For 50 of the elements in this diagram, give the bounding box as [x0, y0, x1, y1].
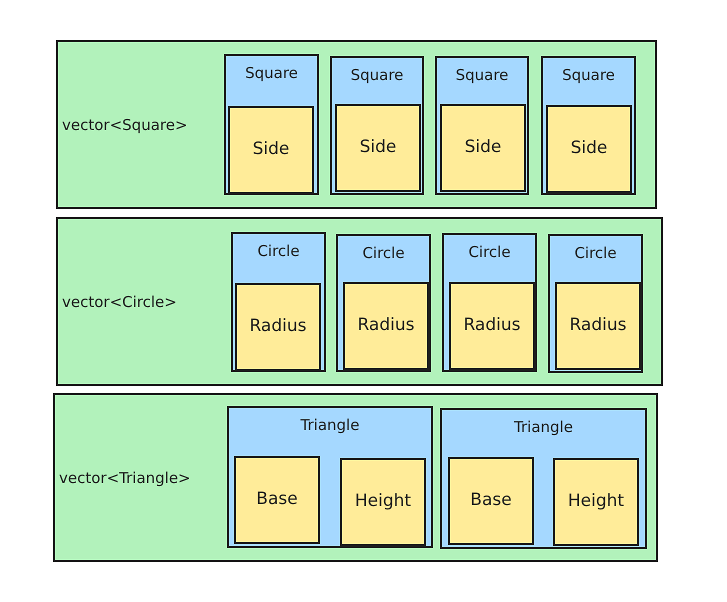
field-box [235, 283, 321, 371]
field-box [340, 458, 426, 546]
field-box [553, 458, 639, 546]
box-title: Circle [361, 243, 406, 264]
panel-label: vector<Triangle> [59, 467, 191, 488]
object-box [231, 232, 326, 372]
field-box [228, 106, 314, 194]
field-box [546, 105, 632, 193]
group-panel [56, 40, 657, 209]
field-label: Radius [249, 315, 306, 338]
object-box [435, 56, 529, 195]
object-box [541, 56, 636, 195]
field-label: Side [464, 136, 502, 160]
field-box [448, 457, 534, 545]
object-box [227, 406, 433, 548]
panel-label: vector<Circle> [62, 291, 177, 312]
field-label: Radius [463, 314, 520, 338]
object-box [548, 234, 643, 373]
group-panel [56, 217, 663, 386]
field-box [555, 282, 641, 370]
object-box [336, 234, 431, 372]
box-title: Triangle [300, 415, 360, 436]
field-label: Height [354, 490, 412, 514]
object-box [330, 56, 424, 195]
field-label: Side [252, 138, 290, 162]
field-label: Radius [357, 314, 414, 338]
object-box [224, 54, 319, 195]
box-title: Triangle [513, 417, 574, 438]
box-title: Square [244, 63, 299, 84]
field-label: Side [570, 137, 608, 160]
group-panel [53, 393, 658, 562]
field-label: Side [360, 136, 396, 160]
box-title: Circle [256, 241, 301, 262]
box-title: Square [561, 65, 616, 86]
field-box [440, 104, 526, 192]
field-label: Base [470, 489, 512, 512]
field-box [449, 282, 535, 370]
box-title: Circle [467, 242, 512, 263]
field-label: Base [256, 488, 298, 512]
box-title: Circle [573, 243, 618, 264]
field-box [343, 282, 429, 370]
box-title: Square [350, 65, 404, 86]
object-box [440, 408, 647, 549]
field-box [335, 104, 421, 192]
object-box [442, 233, 537, 372]
field-label: Height [568, 490, 624, 514]
field-label: Radius [569, 314, 626, 338]
panel-label: vector<Square> [62, 114, 188, 136]
field-box [234, 456, 320, 544]
box-title: Square [454, 65, 510, 86]
